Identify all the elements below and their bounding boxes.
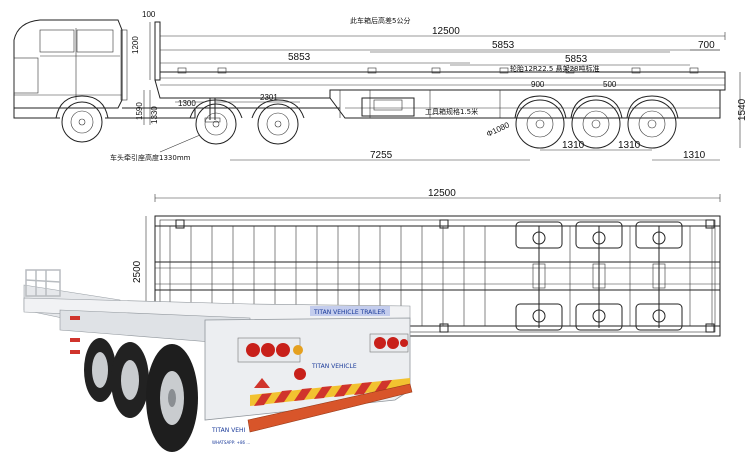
trailer-wheels — [514, 95, 679, 149]
dim-kingpin-to-gear: 2301 — [260, 93, 278, 102]
dim-rear-overhang-top: 700 — [698, 40, 715, 51]
dim-span-mid: 5853 — [492, 40, 515, 51]
note-toolbox: 工具箱规格1.5米 — [425, 107, 478, 116]
dim-axle-spacing-2: 1310 — [618, 140, 641, 151]
dim-wheel-dia: Φ1080 — [485, 120, 511, 139]
dim-left-height-b: 1330 — [150, 106, 159, 124]
top-axles — [515, 221, 683, 331]
note-tire: 轮胎12R22.5 悬架28吨标准 — [510, 64, 600, 73]
trailer-photo: TITAN VEHICLE TRAILER TITAN VEHICLE — [23, 269, 413, 452]
tractor-cab — [13, 19, 340, 119]
dim-top-overall: 12500 — [432, 26, 460, 37]
dim-rear-overhang: 1310 — [683, 150, 706, 161]
dim-overall-width: 2500 — [132, 260, 143, 283]
dim-spring-a: 900 — [531, 80, 545, 89]
dim-landing-gear: 1300 — [178, 99, 196, 108]
dim-axle-spacing-1: 1310 — [562, 140, 585, 151]
dim-left-height-a: 1590 — [135, 102, 144, 120]
photo-side-brand: TITAN VEHI — [211, 427, 246, 434]
dim-kingpin-to-axle: 7255 — [370, 150, 393, 161]
photo-brand-top: TITAN VEHICLE TRAILER — [313, 309, 385, 316]
dim-span-left: 5853 — [288, 52, 311, 63]
top-deck-outline — [154, 215, 721, 337]
toolbox — [361, 97, 415, 117]
photo-brand-rear: TITAN VEHICLE — [311, 363, 357, 370]
photo-side-small: WHATSAPP: +86 ... — [212, 440, 250, 445]
dim-right-height: 1540 — [737, 98, 748, 121]
rear-chevron-stripe — [250, 378, 410, 406]
rear-bumper — [247, 383, 413, 433]
trailer-deck-side — [154, 21, 726, 123]
dim-overall-length: 12500 — [428, 188, 456, 199]
side-reflective-stripes — [70, 316, 80, 354]
dim-span-right: 5853 — [565, 54, 588, 65]
tractor-wheels — [55, 95, 305, 145]
tail-lights — [237, 333, 409, 388]
note-top: 此车箱后高差5公分 — [350, 16, 410, 25]
dim-kingpin-front: 100 — [142, 10, 156, 19]
side-dimension-lines — [143, 22, 741, 161]
dim-headboard-height: 1200 — [131, 36, 140, 54]
stake-pockets — [177, 67, 699, 74]
side-view: 100 1200 此车箱后高差5公分 12500 5853 5853 5853 … — [13, 10, 748, 162]
note-fifth-wheel: 车头牵引座高度1330mm — [110, 153, 191, 162]
photo-wheels — [84, 338, 198, 452]
dim-spring-b: 500 — [603, 80, 617, 89]
